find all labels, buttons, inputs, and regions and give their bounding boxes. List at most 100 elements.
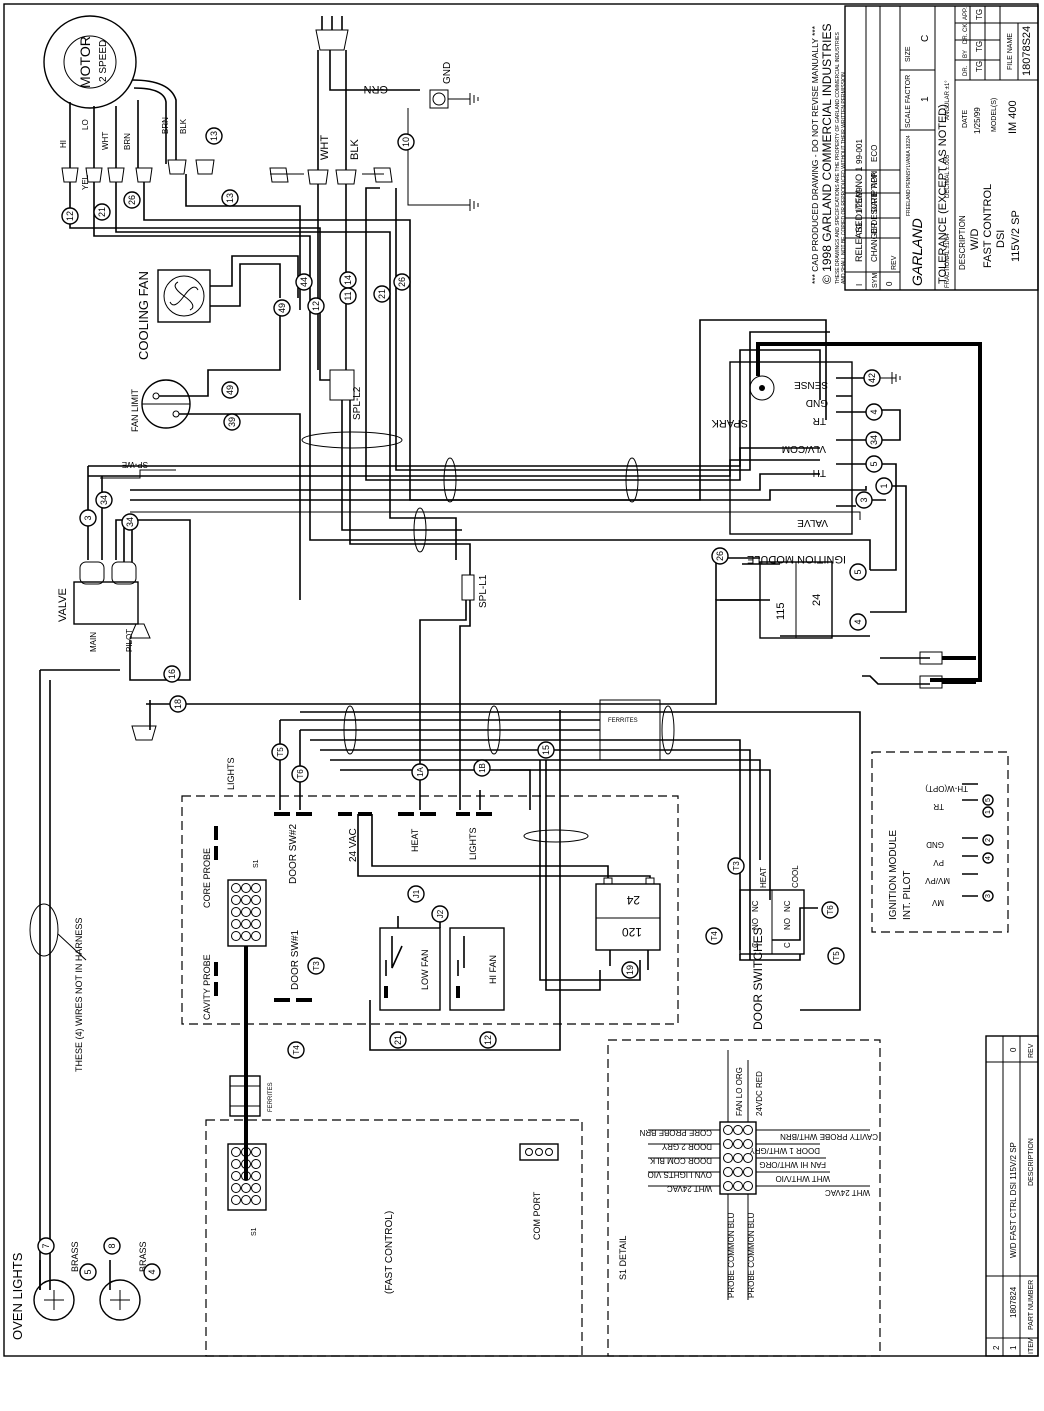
- wire-number: 5: [985, 798, 992, 802]
- wire-number: J2: [436, 909, 445, 918]
- door-switches-label: DOOR SWITCHES: [751, 927, 765, 1030]
- wire-number: 8: [107, 1243, 117, 1248]
- size-value: C: [920, 35, 931, 42]
- wire-number: 2: [985, 838, 992, 842]
- wire-number: 34: [99, 495, 109, 505]
- title-block: *** CAD PRODUCED DRAWING - DO NOT REVISE…: [810, 5, 1039, 291]
- description-line-4: 115V/2 SP: [1010, 210, 1022, 262]
- s1-lower-pins: [231, 1147, 261, 1205]
- wire-number: 3: [985, 894, 992, 898]
- wire-number: 4: [869, 409, 879, 414]
- int-term-tr: TR: [933, 802, 944, 811]
- ds-cool-nc: NC: [783, 900, 792, 912]
- harness-markers: [29, 431, 675, 957]
- wire-number: 18: [173, 699, 183, 709]
- dr2-header: DR.: [963, 65, 969, 76]
- wire-number: 4: [985, 856, 992, 860]
- change-description-header: CHANGE DESCRIPTION: [870, 171, 879, 262]
- copyright: © 1998 GARLAND COMMERCIAL INDUSTRIES: [820, 24, 834, 284]
- wire-number: 1A: [416, 766, 425, 776]
- motor-lead-brn: BRN: [123, 133, 132, 150]
- ds-cool-no: NO: [783, 918, 792, 930]
- s1-detail-label: S1 DETAIL: [618, 1236, 628, 1280]
- lead-yel: YEL: [81, 174, 90, 190]
- ds-cool-label: COOL: [791, 865, 800, 888]
- date2-value: 1/25/99: [973, 107, 982, 134]
- im-transformer-primary: 115: [775, 602, 787, 620]
- wire-number: 12: [311, 301, 321, 311]
- ribbon-cable: FERRITES: [229, 946, 274, 1180]
- wire-number: 44: [299, 277, 309, 287]
- parts-row1-item: 1: [1009, 1345, 1018, 1350]
- wire-number: 1: [879, 483, 889, 488]
- eco-value: 99-001: [855, 139, 864, 164]
- wire-number: T5: [832, 951, 841, 961]
- terminal-vlv-com: VLV/COM: [782, 443, 826, 454]
- wht-label: WHT: [319, 135, 331, 160]
- int-pilot-title: IGNITION MODULE: [888, 830, 899, 920]
- file-header: FILE NAME: [1007, 33, 1014, 70]
- wire-number: 5: [83, 1269, 93, 1274]
- parts-rev-header: REV: [1028, 1043, 1035, 1058]
- approved-by-initials: TG: [975, 9, 984, 20]
- spark-label: SPARK: [711, 417, 748, 429]
- wire-number: 13: [225, 193, 235, 203]
- wire-number: 3: [859, 497, 869, 502]
- wire-number: 19: [625, 965, 635, 975]
- eco-header: ECO: [870, 145, 879, 162]
- brass-label-2: BRASS: [138, 1241, 148, 1272]
- model-header: MODEL(S): [991, 98, 998, 132]
- wire-number: T3: [732, 861, 741, 871]
- wire-number: 26: [715, 551, 725, 561]
- grn-label: GRN: [364, 83, 389, 95]
- s1-right-pin-3: FAN HI WHT/ORG: [759, 1160, 826, 1169]
- wire-number: 5: [853, 569, 863, 574]
- parts-row1-part: 1807824: [1009, 1286, 1018, 1318]
- parts-part-header: PART NUMBER: [1028, 1280, 1035, 1330]
- wire-number: 26: [127, 195, 137, 205]
- parts-row1-desc: W/D FAST CTRL DSI 115V/2 SP: [1009, 1142, 1018, 1258]
- wire-number: 42: [867, 373, 877, 383]
- s1-right-pin-2: DOOR 1 WHT/GRY: [749, 1146, 820, 1155]
- fractional-tolerance: FRACTIONAL ±1/64: [945, 233, 951, 288]
- rev-row-sym: I: [855, 284, 864, 286]
- by-header: BY: [963, 50, 969, 58]
- wire-number: 49: [225, 385, 235, 395]
- parts-table: 2 1 1807824 W/D FAST CTRL DSI 115V/2 SP …: [985, 1035, 1039, 1357]
- s1-detail: S1 DETAIL CORE PROBE BRN DOOR 2 GRY DOOR…: [607, 1039, 881, 1357]
- wire-number-markers: 12 21 26 13 44 49 12 14 11 21 26 10 49 3…: [37, 127, 994, 1281]
- wire-number: 1: [985, 810, 992, 814]
- wire-number: 4: [147, 1269, 157, 1274]
- control-board: LIGHTS CORE PROBE CAVITY PROBE DOOR SW#2…: [181, 757, 679, 1025]
- int-term-th-w: TH-W(OPT): [925, 784, 968, 793]
- drawn-by-initials: TG: [975, 61, 984, 72]
- s1-right-pin-4: WHT WHT/VIO: [775, 1174, 830, 1183]
- valve-label: VALVE: [57, 588, 69, 622]
- wire-number: 34: [869, 435, 879, 445]
- spl-l2-label: SPL-L2: [352, 386, 363, 420]
- wire-number: 13: [209, 131, 219, 141]
- s1-detail-pins: [723, 1125, 753, 1191]
- com-port-label: COM PORT: [532, 1191, 542, 1240]
- app2-header: APP.: [963, 7, 969, 20]
- ds-heat-nc: NC: [751, 900, 760, 912]
- sp-we-label: SP-WE: [122, 460, 148, 469]
- scale-header: SCALE FACTOR: [905, 75, 912, 128]
- terminal-gnd: GND: [806, 397, 828, 408]
- terminal-sense: SENSE: [794, 379, 828, 390]
- wire-number: 7: [41, 1243, 51, 1248]
- legal-line-1: THESE DRAWINGS AND SPECIFICATIONS ARE TH…: [835, 32, 841, 284]
- wire-number: T3: [312, 961, 321, 971]
- wire-number: 16: [167, 669, 177, 679]
- wire-number: 21: [97, 207, 107, 217]
- s1-left-pin-1: CORE PROBE BRN: [639, 1128, 712, 1137]
- wire-number: T6: [826, 905, 835, 915]
- lead-brn: BRN: [161, 117, 170, 134]
- dr-value: TG: [855, 223, 864, 234]
- s1-bottom-pin-2: PROBE COMMON BLU: [747, 1212, 756, 1298]
- terminal-th: TH: [813, 467, 826, 478]
- motor-lead-hi: HI: [59, 140, 68, 148]
- wire-number: 4: [853, 619, 863, 624]
- int-term-gnd: GND: [926, 840, 944, 849]
- size-header: SIZE: [905, 46, 912, 62]
